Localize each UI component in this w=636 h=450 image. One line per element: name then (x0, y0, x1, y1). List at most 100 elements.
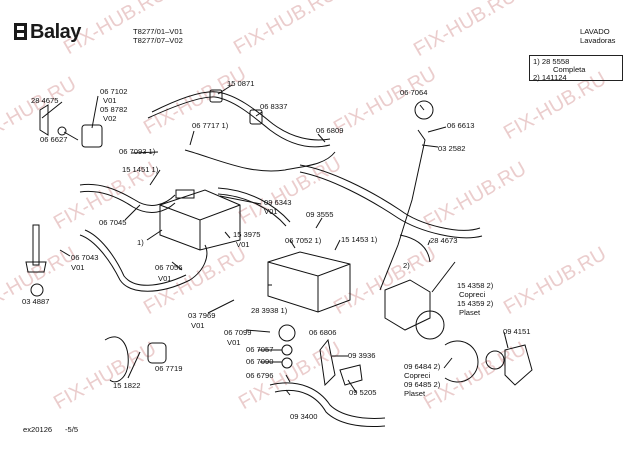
part-label: V01 (191, 321, 205, 330)
clamp-mid (249, 109, 263, 125)
part-label: 06 7090 (246, 357, 274, 366)
dispenser-top-part (175, 189, 195, 199)
valve-body (81, 124, 103, 148)
part-label: 28 4675 (31, 96, 59, 105)
pressure-tube (379, 129, 426, 291)
brand-logo: Balay (30, 21, 81, 43)
part-label: Plaset (404, 389, 426, 398)
part-label: 15 4358 2) (457, 281, 494, 290)
part-label: 09 6484 2) (404, 362, 441, 371)
part-label: 06 7719 (155, 364, 183, 373)
dispenser-edge (159, 204, 241, 221)
tube-detergent-outline (217, 193, 287, 227)
hose-right-small (399, 234, 431, 263)
tube-right-outline (299, 171, 483, 239)
seal-ring (485, 350, 505, 370)
part-label: V01 (227, 338, 241, 347)
part-label: V01 (71, 263, 85, 272)
part-label: Plaset (459, 308, 481, 317)
legend-line-3: 2) 141124 (533, 73, 567, 82)
part-label: 28 3938 1) (251, 306, 288, 315)
part-label: 06 7052 1) (285, 236, 322, 245)
inlet-pipe (39, 104, 49, 136)
detergent-tray (267, 251, 351, 313)
part-label: 09 3400 (290, 412, 318, 421)
hose-left-lower (79, 234, 208, 292)
part-label: 06 7102 (100, 87, 128, 96)
part-label: V02 (103, 114, 117, 123)
part-label: 06 8337 (260, 102, 288, 111)
sump-hose (269, 382, 386, 419)
part-label: 15 4359 2) (457, 299, 494, 308)
clamp-top (209, 89, 223, 103)
pump-ring (415, 310, 445, 340)
part-label: 06 6627 (40, 135, 68, 144)
o-ring-small (281, 344, 293, 356)
part-label: 06 6613 (447, 121, 475, 130)
part-label: V01 (236, 240, 250, 249)
legend-line-1: 1) 28 5558 (533, 57, 570, 66)
washer-nut (30, 283, 44, 297)
hose-top-main (214, 96, 331, 148)
part-label: 06 7717 1) (192, 121, 229, 130)
part-label: 15 1451 1) (122, 165, 159, 174)
part-label: 03 7969 (188, 311, 216, 320)
small-hose (319, 338, 336, 387)
part-label: Copreci (459, 290, 486, 299)
tube-detergent (217, 187, 291, 223)
part-label: 15 0871 (227, 79, 255, 88)
pressure-switch (414, 100, 434, 120)
part-label: Copreci (404, 371, 431, 380)
drain-hose-elbow (104, 336, 129, 383)
drain-standpipe (32, 224, 40, 266)
part-label: 06 7056 (155, 263, 183, 272)
part-label: 15 1453 1) (341, 235, 378, 244)
brand-logo-icon (14, 23, 27, 40)
part-label: 06 7093 1) (119, 147, 156, 156)
wire (184, 149, 336, 172)
model-line-2: T8277/07–V02 (133, 36, 183, 45)
sump-hose-outline (274, 390, 386, 427)
legend-box (529, 55, 623, 81)
o-ring-large (278, 324, 296, 342)
hose-top-main-outline (216, 91, 331, 141)
part-label: 06 6806 (309, 328, 337, 337)
part-label: 09 3555 (306, 210, 334, 219)
part-label: 09 6485 2) (404, 380, 441, 389)
footer-page: -5/5 (65, 425, 79, 434)
hose-top-left (147, 96, 216, 119)
standpipe-foot (25, 261, 47, 273)
part-label: 28 4673 (430, 236, 458, 245)
part-label: 06 7045 (99, 218, 127, 227)
part-label: 1) (137, 238, 144, 247)
part-label: V01 (103, 96, 117, 105)
o-ring-small-2 (281, 357, 293, 369)
part-label: 15 3975 (233, 230, 261, 239)
clamp-bottom (147, 342, 167, 364)
part-label: 06 6796 (246, 371, 274, 380)
hose-left-outline (79, 190, 176, 214)
hose-left (79, 183, 176, 206)
part-label: 06 6809 (316, 126, 344, 135)
part-label: 06 7099 (224, 328, 252, 337)
part-label: 05 8782 (100, 105, 128, 114)
hose-top-left-outline (151, 91, 218, 113)
part-label: 06 7057 (246, 345, 274, 354)
category-title: LAVADO (580, 27, 610, 36)
part-label: 06 7064 (400, 88, 428, 97)
part-label: 09 3936 (348, 351, 376, 360)
pump-outlet (444, 340, 479, 383)
hose-left-lower-outline (84, 229, 187, 286)
part-label: V01 (158, 274, 172, 283)
dispenser-housing (159, 189, 241, 251)
part-label: 03 4887 (22, 297, 50, 306)
clamp-right (339, 364, 363, 386)
filter-cap (504, 344, 533, 386)
part-label: 03 2582 (438, 144, 466, 153)
tube-right (299, 164, 481, 231)
legend-line-2: Completa (553, 65, 586, 74)
part-label: 09 5205 (349, 388, 377, 397)
pump-body (384, 279, 431, 331)
washer-ring (57, 126, 67, 136)
